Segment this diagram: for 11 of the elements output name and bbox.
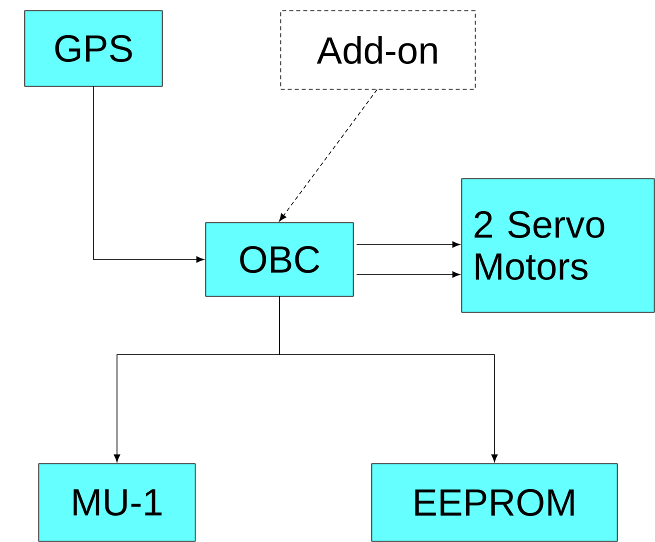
arrow [356, 271, 460, 278]
dashed-box: Add-on [280, 10, 476, 90]
arrow [279, 89, 378, 222]
process-box: GPS [24, 10, 163, 87]
arrow [279, 296, 498, 462]
arrow [93, 86, 204, 263]
process-box: 2 Servo Motors [461, 178, 655, 313]
arrow [356, 241, 460, 248]
process-box: MU-1 [38, 463, 196, 542]
process-box: EEPROM [371, 463, 618, 542]
process-box: OBC [205, 222, 354, 297]
